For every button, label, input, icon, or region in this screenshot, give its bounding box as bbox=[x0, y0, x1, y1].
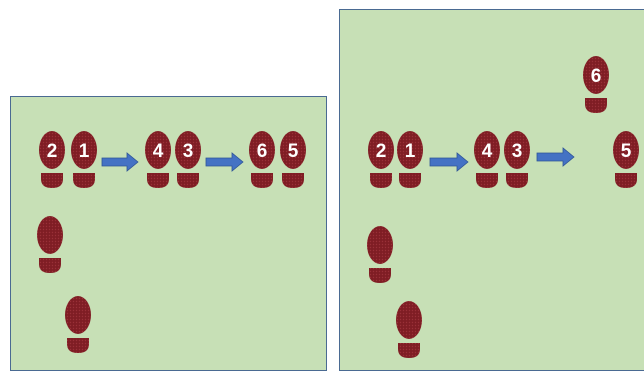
footprint-heel bbox=[370, 173, 392, 188]
footprint-sole bbox=[474, 131, 500, 169]
arrow bbox=[101, 152, 139, 172]
footprint-label: 2 bbox=[376, 141, 387, 162]
footprint bbox=[367, 226, 393, 283]
footprint-heel bbox=[399, 173, 421, 188]
footprint: 3 bbox=[175, 131, 201, 188]
footprint-sole bbox=[368, 131, 394, 169]
footprint: 6 bbox=[583, 56, 609, 113]
footprint-sole bbox=[175, 131, 201, 169]
footprint-heel bbox=[147, 173, 169, 188]
footprint-label: 4 bbox=[153, 141, 164, 162]
footprint-heel bbox=[177, 173, 199, 188]
footprint bbox=[37, 216, 63, 273]
footprint: 5 bbox=[613, 131, 639, 188]
footprint: 4 bbox=[145, 131, 171, 188]
footprint-label: 3 bbox=[183, 141, 194, 162]
footprint-label: 6 bbox=[257, 141, 268, 162]
arrow bbox=[536, 147, 575, 167]
footprint: 5 bbox=[280, 131, 306, 188]
footprint-heel bbox=[506, 173, 528, 188]
footprint-heel bbox=[585, 98, 607, 113]
footprint-sole bbox=[249, 131, 275, 169]
footprint-sole bbox=[39, 131, 65, 169]
footprint-sole bbox=[37, 216, 63, 254]
footprint-sole bbox=[280, 131, 306, 169]
footprint-heel bbox=[251, 173, 273, 188]
footprint: 4 bbox=[474, 131, 500, 188]
footprint-label: 5 bbox=[621, 141, 632, 162]
footprint-label: 1 bbox=[405, 141, 416, 162]
footprint-label: 3 bbox=[512, 141, 523, 162]
footprint-sole bbox=[504, 131, 530, 169]
footprint-sole bbox=[583, 56, 609, 94]
footprint-label: 2 bbox=[47, 141, 58, 162]
footprint-sole bbox=[71, 131, 97, 169]
footprint-heel bbox=[398, 343, 420, 358]
footprint: 6 bbox=[249, 131, 275, 188]
footprint-sole bbox=[396, 301, 422, 339]
footprint-heel bbox=[39, 258, 61, 273]
footprint-label: 4 bbox=[482, 141, 493, 162]
footprint-sole bbox=[367, 226, 393, 264]
footprint-heel bbox=[67, 338, 89, 353]
footprint-heel bbox=[476, 173, 498, 188]
footprint-sole bbox=[613, 131, 639, 169]
footprint bbox=[65, 296, 91, 353]
footprint bbox=[396, 301, 422, 358]
footprint: 2 bbox=[39, 131, 65, 188]
footprint-heel bbox=[615, 173, 637, 188]
footprint-sole bbox=[65, 296, 91, 334]
footprint-sole bbox=[397, 131, 423, 169]
arrow bbox=[429, 152, 469, 172]
footprint-label: 5 bbox=[288, 141, 299, 162]
footprint: 2 bbox=[368, 131, 394, 188]
footprint-heel bbox=[369, 268, 391, 283]
footprint-heel bbox=[282, 173, 304, 188]
footprint-heel bbox=[73, 173, 95, 188]
footprint-heel bbox=[41, 173, 63, 188]
footprint-label: 1 bbox=[79, 141, 90, 162]
footprint-sole bbox=[145, 131, 171, 169]
footprint: 3 bbox=[504, 131, 530, 188]
arrow bbox=[205, 152, 244, 172]
footprint: 1 bbox=[71, 131, 97, 188]
footprint: 1 bbox=[397, 131, 423, 188]
footprint-label: 6 bbox=[591, 66, 602, 87]
